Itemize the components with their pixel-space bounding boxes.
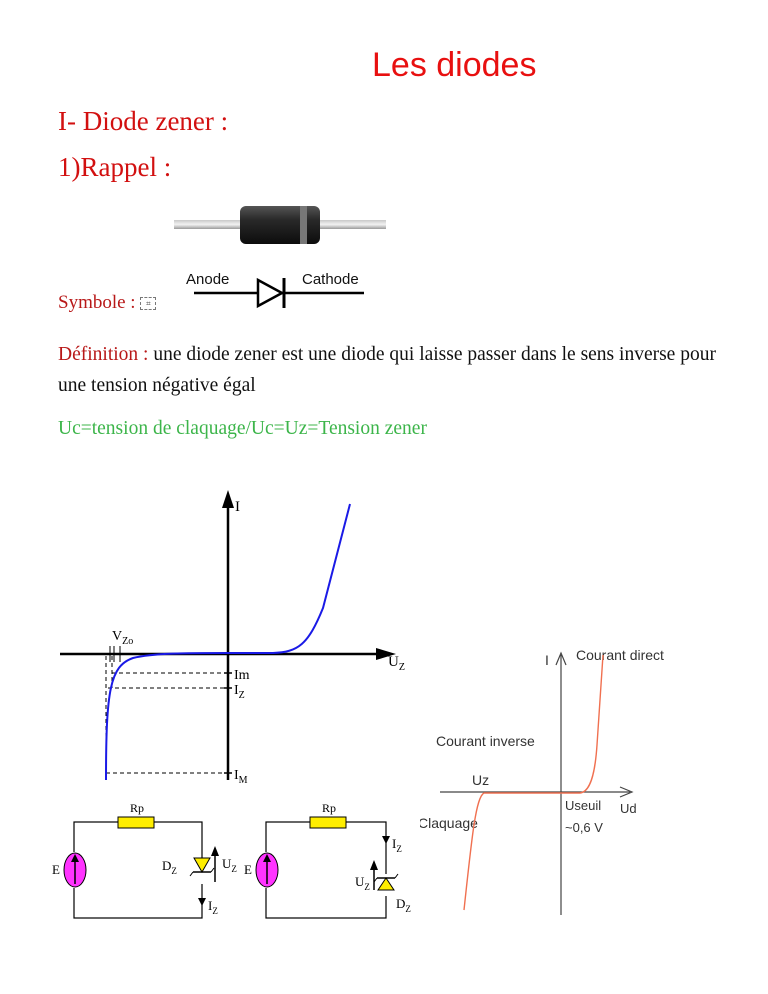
cathode-label: Cathode (302, 271, 359, 288)
zener-circuit-1: Rp E DZ UZ IZ (52, 801, 237, 919)
definition-text: une diode zener est une diode qui laisse… (58, 344, 716, 396)
iv-curve (463, 654, 604, 911)
vzo-label: VZo (112, 629, 133, 647)
im-max-label: IM (234, 768, 248, 786)
claquage-label: Claquage (420, 815, 478, 831)
zener-curve (105, 503, 351, 781)
subsection-heading: 1)Rappel : (58, 152, 172, 182)
definition-label: Définition : (58, 344, 149, 365)
zener-characteristic-graph: I UZ VZo Im IZ IM (60, 490, 405, 786)
useuil-value: ~0,6 V (565, 820, 603, 835)
symbol-label: Symbole : ⌗ (58, 292, 157, 314)
courant-inverse-label: Courant inverse (436, 733, 535, 749)
definition-paragraph: Définition : une diode zener est une dio… (58, 339, 738, 401)
y-axis-label: I (235, 499, 240, 515)
zener-circuit-2: Rp E IZ DZ UZ (244, 801, 411, 919)
source-label: E (52, 862, 60, 877)
y-axis-label: I (545, 652, 549, 668)
zener-diode (377, 877, 395, 891)
useuil-label: Useuil (565, 798, 601, 813)
x-axis-label: Ud (620, 801, 637, 816)
current-label: IZ (208, 898, 218, 916)
diode-cathode-band (300, 206, 307, 244)
diode-iv-graph: I Ud Courant direct Courant inverse Uz C… (420, 647, 664, 915)
page-title: Les diodes (372, 46, 537, 84)
resistor (309, 816, 347, 829)
anode-label: Anode (186, 271, 229, 288)
section-heading: I- Diode zener : (58, 106, 229, 136)
diode-body (240, 206, 320, 244)
diode-label: DZ (162, 858, 177, 876)
iz-label: IZ (234, 683, 245, 701)
x-axis-label: UZ (388, 654, 405, 673)
voltage-label: UZ (222, 856, 237, 874)
source-label: E (244, 862, 252, 877)
current-label: IZ (392, 836, 402, 854)
resistor-label: Rp (322, 801, 336, 815)
diode-photo (174, 206, 386, 244)
embedded-object-icon: ⌗ (140, 297, 157, 311)
voltage-label: UZ (355, 874, 370, 892)
diode-symbol: Anode Cathode (186, 271, 364, 309)
diode-label: DZ (396, 896, 411, 914)
courant-direct-label: Courant direct (576, 647, 664, 663)
formula-line: Uc=tension de claquage/Uc=Uz=Tension zen… (58, 418, 427, 439)
resistor-label: Rp (130, 801, 144, 815)
zener-diode (193, 857, 211, 874)
resistor (117, 816, 155, 829)
uz-label: Uz (472, 772, 489, 788)
im-label: Im (234, 668, 250, 683)
